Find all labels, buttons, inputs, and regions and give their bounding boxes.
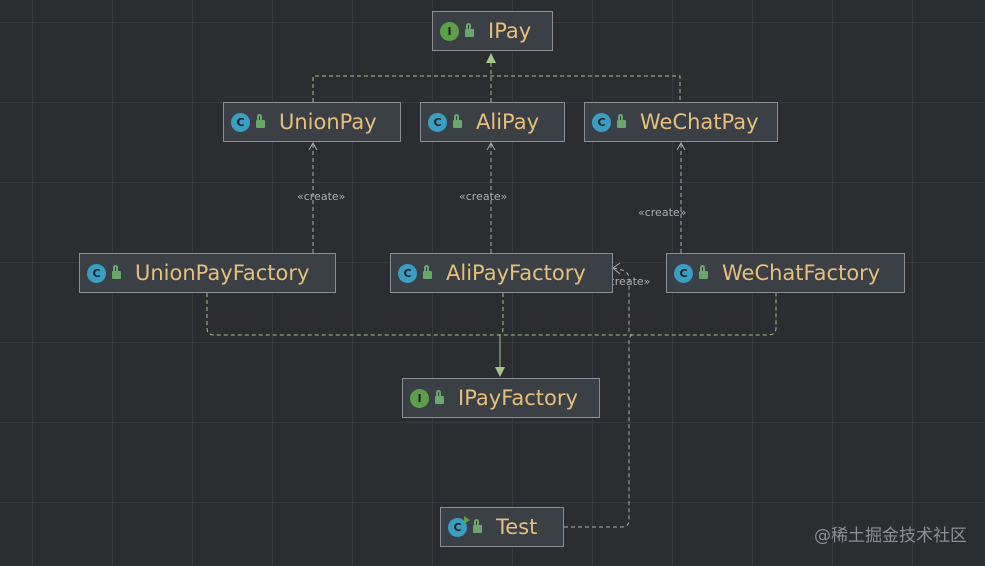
dependency-edges (312, 143, 682, 528)
open-arrowhead-alipay (486, 141, 496, 151)
edge-test-alipayfactory (564, 267, 632, 528)
interface-icon: I (410, 388, 429, 408)
node-test[interactable]: C Test (440, 507, 564, 547)
lock-icon (473, 519, 482, 533)
edge-factories-ipayfactory (206, 293, 777, 336)
create-label-alipay: «create» (459, 190, 508, 203)
dependency-arrowheads (308, 141, 686, 275)
lock-icon (435, 390, 444, 404)
realization-edges-ipay (312, 60, 681, 102)
node-label: WeChatPay (640, 110, 759, 134)
node-wechatpay[interactable]: C WeChatPay (584, 102, 778, 142)
open-arrowhead-wechatpay (676, 141, 686, 151)
node-label: IPayFactory (458, 386, 578, 410)
class-icon: C (231, 112, 250, 132)
node-label: AliPayFactory (446, 261, 586, 285)
node-ipay[interactable]: I IPay (432, 11, 553, 51)
realization-arrowhead-ipay (486, 53, 496, 63)
node-label: UnionPayFactory (135, 261, 310, 285)
create-label-test: «create» (602, 275, 651, 288)
node-ipayfactory[interactable]: I IPayFactory (402, 378, 600, 418)
class-icon: C (592, 112, 611, 132)
node-unionpayfactory[interactable]: C UnionPayFactory (79, 253, 336, 293)
class-icon: C (398, 263, 417, 283)
interface-icon: I (440, 21, 459, 41)
lock-icon (617, 114, 626, 128)
node-label: WeChatFactory (722, 261, 881, 285)
node-label: AliPay (476, 110, 540, 134)
create-label-wechatpay: «create» (638, 206, 687, 219)
lock-icon (699, 265, 708, 279)
node-wechatfactory[interactable]: C WeChatFactory (666, 253, 905, 293)
node-label: Test (496, 515, 538, 539)
realization-arrowhead-ipayfactory (495, 367, 505, 377)
lock-icon (423, 265, 432, 279)
node-label: UnionPay (279, 110, 377, 134)
watermark: @稀土掘金技术社区 (814, 526, 967, 546)
node-alipayfactory[interactable]: C AliPayFactory (390, 253, 613, 293)
create-label-unionpay: «create» (297, 190, 346, 203)
edge-alipayfactory-ipayfactory (497, 293, 504, 336)
node-unionpay[interactable]: C UnionPay (223, 102, 401, 142)
lock-icon (453, 114, 462, 128)
realization-edges-ipayfactory (206, 293, 777, 336)
open-arrowhead-unionpay (308, 141, 318, 151)
lock-icon (465, 23, 474, 37)
edge-unionpay-ipay (312, 75, 681, 102)
class-icon: C (87, 263, 106, 283)
lock-icon (256, 114, 265, 128)
lock-icon (112, 265, 121, 279)
node-label: IPay (488, 19, 532, 43)
class-icon: C (674, 263, 693, 283)
node-alipay[interactable]: C AliPay (420, 102, 565, 142)
class-main-icon: C (448, 515, 470, 537)
open-arrowhead-alipayfactory (612, 262, 621, 275)
class-icon: C (428, 112, 447, 132)
